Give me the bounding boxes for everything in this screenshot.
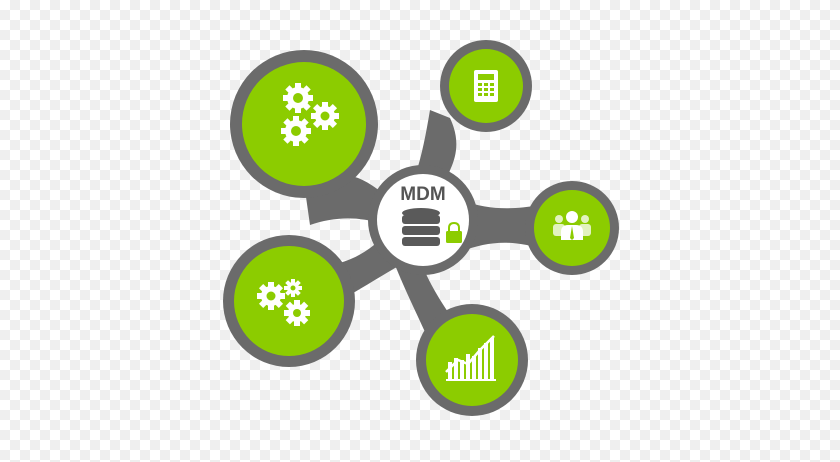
connector-people — [460, 200, 545, 252]
node-gears-small — [223, 235, 355, 367]
node-gears-large — [230, 50, 378, 198]
node-calculator — [440, 40, 532, 132]
node-people — [525, 181, 619, 275]
node-growth-chart — [416, 304, 528, 416]
hub-label: MDM — [400, 184, 445, 205]
database-lock-icon — [402, 208, 462, 246]
bar-chart-icon — [445, 335, 496, 381]
calculator-icon — [474, 70, 498, 102]
connector-chart — [395, 260, 452, 332]
hub-mdm: MDM — [368, 165, 478, 275]
people-icon — [553, 211, 591, 240]
